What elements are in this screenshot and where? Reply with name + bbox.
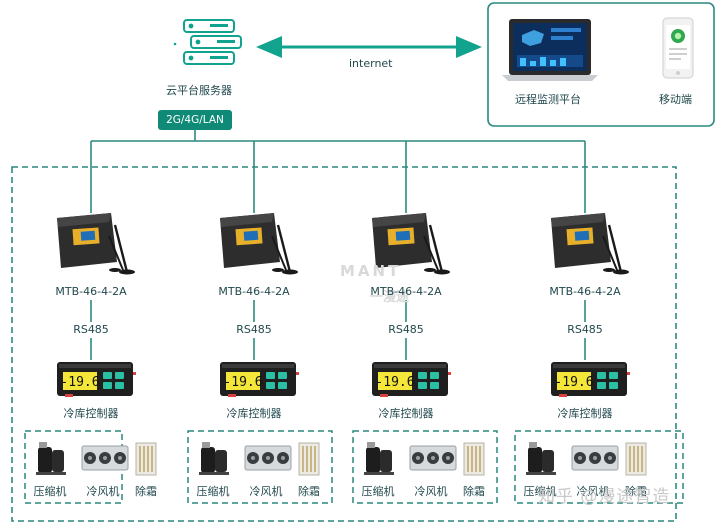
unit-2: -19.6 xyxy=(187,213,333,504)
remote-platform-label: 远程监测平台 xyxy=(515,93,581,106)
mobile-label: 移动端 xyxy=(659,93,692,106)
unit-3: -19.6 xyxy=(352,213,498,504)
equipment-box xyxy=(352,430,498,504)
controller-device-icon: -19.6 xyxy=(551,362,630,397)
equipment-box xyxy=(187,430,333,504)
defrost-heater-icon xyxy=(463,442,485,476)
controller-label: 冷库控制器 xyxy=(557,407,613,420)
controller-label: 冷库控制器 xyxy=(63,407,119,420)
cloud-server-label: 云平台服务器 xyxy=(166,84,232,97)
air-cooler-icon xyxy=(571,445,619,471)
gateway-label: MTB-46-4-2A xyxy=(370,285,442,298)
rs485-label: RS485 xyxy=(388,323,424,336)
air-cooler-icon xyxy=(409,445,457,471)
defrost-heater-icon xyxy=(135,442,157,476)
gateway-label: MTB-46-4-2A xyxy=(218,285,290,298)
gateway-device-icon xyxy=(372,213,450,275)
air-cooler-label: 冷风机 xyxy=(576,485,610,498)
compressor-label: 压缩机 xyxy=(361,485,395,498)
cloud-server-icon xyxy=(173,19,242,65)
gateway-label: MTB-46-4-2A xyxy=(549,285,621,298)
gateway-device-icon xyxy=(57,213,135,275)
compressor-label: 压缩机 xyxy=(523,485,557,498)
air-cooler-icon xyxy=(244,445,292,471)
network-badge: 2G/4G/LAN xyxy=(158,110,232,130)
air-cooler-label: 冷风机 xyxy=(86,485,120,498)
air-cooler-label: 冷风机 xyxy=(249,485,283,498)
air-cooler-label: 冷风机 xyxy=(414,485,448,498)
controller-display: -19.6 xyxy=(223,375,262,390)
controller-label: 冷库控制器 xyxy=(378,407,434,420)
air-cooler-icon xyxy=(81,445,129,471)
defrost-label: 除霜 xyxy=(298,485,320,498)
controller-device-icon: -19.6 xyxy=(220,362,299,397)
network-bus xyxy=(90,130,586,213)
equipment-box xyxy=(514,430,684,504)
unit-1: -19.6 xyxy=(24,213,157,504)
defrost-label: 除霜 xyxy=(135,485,157,498)
controller-display: -19.6 xyxy=(60,375,99,390)
unit-4: -19.6 xyxy=(514,213,684,504)
gateway-label: MTB-46-4-2A xyxy=(55,285,127,298)
defrost-heater-icon xyxy=(298,442,320,476)
field-site-box xyxy=(11,166,677,522)
compressor-label: 压缩机 xyxy=(196,485,230,498)
compressor-icon xyxy=(364,442,394,475)
watermark-brand: MANT xyxy=(340,262,402,280)
internet-label: internet xyxy=(349,57,393,70)
phone-icon xyxy=(662,17,694,79)
controller-label: 冷库控制器 xyxy=(226,407,282,420)
gateway-device-icon xyxy=(220,213,298,275)
watermark: 知乎 @漫途智造 xyxy=(538,487,671,507)
watermark-brand-cn: 一漫途 xyxy=(370,290,410,305)
units-group: -19.6 -19.6 -19.6 -19.6 xyxy=(24,213,684,504)
laptop-icon xyxy=(502,19,598,81)
gateway-device-icon xyxy=(551,213,629,275)
controller-display: -19.6 xyxy=(375,375,414,390)
compressor-label: 压缩机 xyxy=(33,485,67,498)
rs485-label: RS485 xyxy=(567,323,603,336)
defrost-label: 除霜 xyxy=(463,485,485,498)
compressor-icon xyxy=(36,442,66,475)
compressor-icon xyxy=(199,442,229,475)
controller-display: -19.6 xyxy=(554,375,593,390)
internet-arrow xyxy=(256,36,482,58)
rs485-label: RS485 xyxy=(73,323,109,336)
controller-device-icon: -19.6 xyxy=(372,362,451,397)
compressor-icon xyxy=(526,442,556,475)
controller-device-icon: -19.6 xyxy=(57,362,136,397)
defrost-label: 除霜 xyxy=(625,485,647,498)
defrost-heater-icon xyxy=(625,442,647,476)
rs485-label: RS485 xyxy=(236,323,272,336)
